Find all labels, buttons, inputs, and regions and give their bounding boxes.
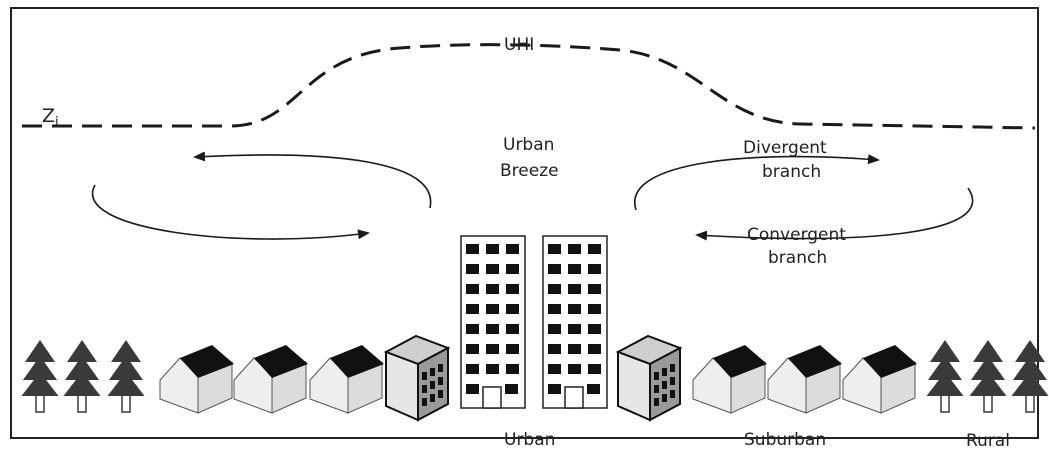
convergent-branch-arrow: [695, 187, 974, 241]
convergent-label-1: Convergent: [747, 225, 846, 245]
left-circulation-loop-lower: [91, 184, 370, 240]
uhi-label: UHI: [504, 35, 534, 55]
house-icon: [767, 345, 842, 414]
suburban-zone-label: Suburban: [744, 430, 826, 449]
office-building-icon: [383, 334, 451, 422]
urban-breeze-label-1: Urban: [503, 135, 554, 155]
mixing-height-line: [22, 43, 1036, 130]
zi-label: Zi: [42, 105, 59, 130]
urban-breeze-label-2: Breeze: [500, 161, 559, 181]
convergent-label-2: branch: [768, 248, 827, 268]
tree-icon: [1011, 340, 1049, 413]
tree-icon: [926, 340, 964, 413]
divergent-branch-arrow: [633, 154, 880, 211]
house-icon: [842, 345, 917, 414]
house-icon: [233, 345, 308, 414]
tree-icon: [21, 340, 59, 413]
house-icon: [159, 345, 234, 414]
urban-zone-label: Urban: [504, 430, 555, 449]
divergent-label-2: branch: [762, 162, 821, 182]
tree-icon: [969, 340, 1007, 413]
house-icon: [692, 345, 767, 414]
tree-icon: [107, 340, 145, 413]
rural-zone-label: Rural: [966, 431, 1010, 449]
house-icon: [309, 345, 384, 414]
office-building-icon: [615, 334, 683, 422]
tree-icon: [63, 340, 101, 413]
left-circulation-loop: [193, 151, 432, 209]
divergent-label-1: Divergent: [743, 138, 827, 158]
tower-icon: [460, 235, 526, 409]
tower-icon: [542, 235, 608, 409]
